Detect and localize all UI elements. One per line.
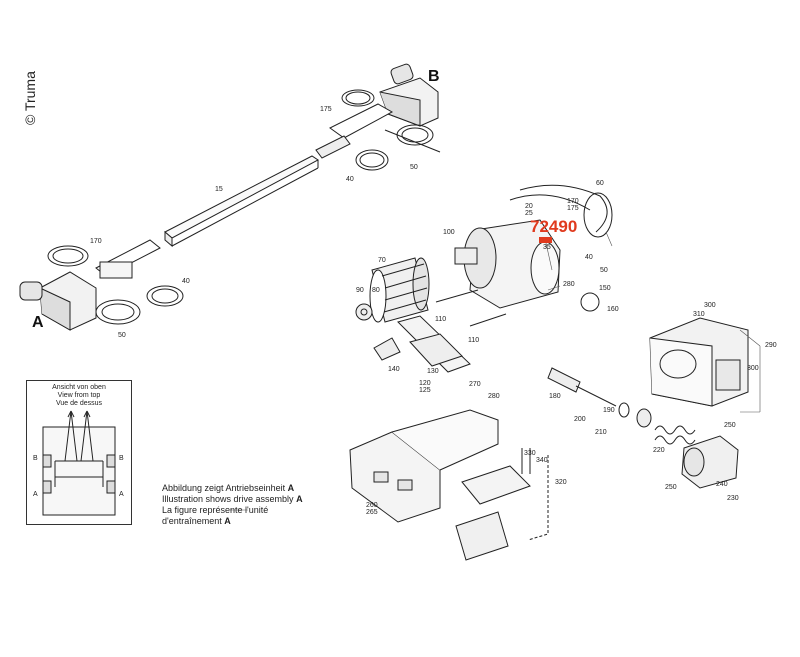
view-label-b-right: B	[119, 455, 124, 462]
part-label: 120	[419, 380, 431, 387]
bolt-part-110a	[435, 289, 479, 303]
motor-assembly	[454, 184, 613, 309]
part-label: 170	[567, 198, 579, 205]
part-label: 220	[653, 447, 665, 454]
part-label: 25	[525, 210, 533, 217]
drive-label-a: A	[32, 314, 44, 331]
part-label: 40	[585, 254, 593, 261]
part-label: 280	[563, 281, 575, 288]
part-label: 340	[536, 457, 548, 464]
shaft-part-15	[164, 155, 319, 248]
drive-unit-b	[315, 63, 441, 171]
cover-part-290	[649, 317, 749, 407]
part-label: 130	[427, 368, 439, 375]
part-label: 175	[320, 106, 332, 113]
part-label: 270	[469, 381, 481, 388]
part-label: 180	[549, 393, 561, 400]
part-label: 200	[574, 416, 586, 423]
part-label: 150	[599, 285, 611, 292]
caption-bold-2: A	[296, 494, 303, 504]
caption-line-1: Abbildung zeigt Antriebseinheit	[162, 483, 286, 493]
mounting-bracket-260	[349, 409, 499, 523]
view-title-en: View from top	[57, 392, 101, 399]
part-label: 230	[727, 495, 739, 502]
view-title-fr: Vue de dessus	[55, 400, 103, 407]
part-label: 50	[118, 332, 126, 339]
spring-part-220	[654, 425, 696, 445]
part-label: 300	[704, 302, 716, 309]
part-label: 70	[378, 257, 386, 264]
caption-line-3: La figure représente l'unité	[162, 505, 269, 515]
plate-part-320	[455, 448, 549, 561]
caption-line-2: Illustration shows drive assembly	[162, 494, 294, 504]
part-label: 280	[488, 393, 500, 400]
copyright-notice: © Truma	[22, 71, 38, 125]
part-label: 310	[693, 311, 705, 318]
caption-line-4: d'entraînement	[162, 516, 222, 526]
part-label: 190	[603, 407, 615, 414]
part-label: 170	[90, 238, 102, 245]
part-label: 110	[435, 316, 447, 323]
bracket-part-130	[373, 315, 471, 373]
spindle-part-180	[547, 367, 652, 428]
part-label: 60	[596, 180, 604, 187]
part-label: 175	[567, 205, 579, 212]
part-label: 240	[716, 481, 728, 488]
part-label: 260	[366, 502, 378, 509]
part-label: 210	[595, 429, 607, 436]
view-label-b-left: B	[33, 455, 38, 462]
part-label: 40	[346, 176, 354, 183]
view-title-de: Ansicht von oben	[52, 384, 106, 391]
drive-unit-a	[19, 239, 184, 331]
top-view-inset: Ansicht von oben View from top Vue de de…	[26, 380, 132, 525]
part-label: 80	[372, 287, 380, 294]
part-label: 50	[410, 164, 418, 171]
caption-bold-1: A	[287, 483, 295, 493]
part-label: 265	[366, 509, 378, 516]
part-label: 50	[600, 267, 608, 274]
part-label: 110	[468, 337, 480, 344]
part-label: 330	[524, 450, 536, 457]
highlight-marker	[539, 237, 552, 243]
part-label: 35	[543, 244, 551, 251]
part-label: 290	[765, 342, 777, 349]
part-label: 40	[182, 278, 190, 285]
bolt-part-110b	[469, 313, 507, 327]
drive-label-b: B	[428, 68, 440, 85]
caption: Abbildung zeigt Antriebseinheit A Illust…	[162, 483, 303, 527]
part-label: 20	[525, 203, 533, 210]
roller-part-70	[355, 257, 430, 323]
part-label: 15	[215, 186, 223, 193]
caption-bold-3: A	[224, 516, 231, 526]
leader-lines	[230, 231, 761, 511]
part-label: 250	[665, 484, 677, 491]
clamp-part-150	[580, 292, 600, 312]
part-label: 140	[388, 366, 400, 373]
part-label: 100	[443, 229, 455, 236]
part-label: 125	[419, 387, 431, 394]
part-label: 160	[607, 306, 619, 313]
view-label-a-left: A	[33, 491, 38, 498]
part-label: 90	[356, 287, 364, 294]
view-label-a-right: A	[119, 491, 124, 498]
part-label: 320	[555, 479, 567, 486]
highlighted-part-number: 72490	[530, 217, 578, 236]
cap-part-240	[681, 435, 739, 489]
top-view-sketch	[42, 410, 116, 516]
part-label: 250	[724, 422, 736, 429]
part-label: 300	[747, 365, 759, 372]
